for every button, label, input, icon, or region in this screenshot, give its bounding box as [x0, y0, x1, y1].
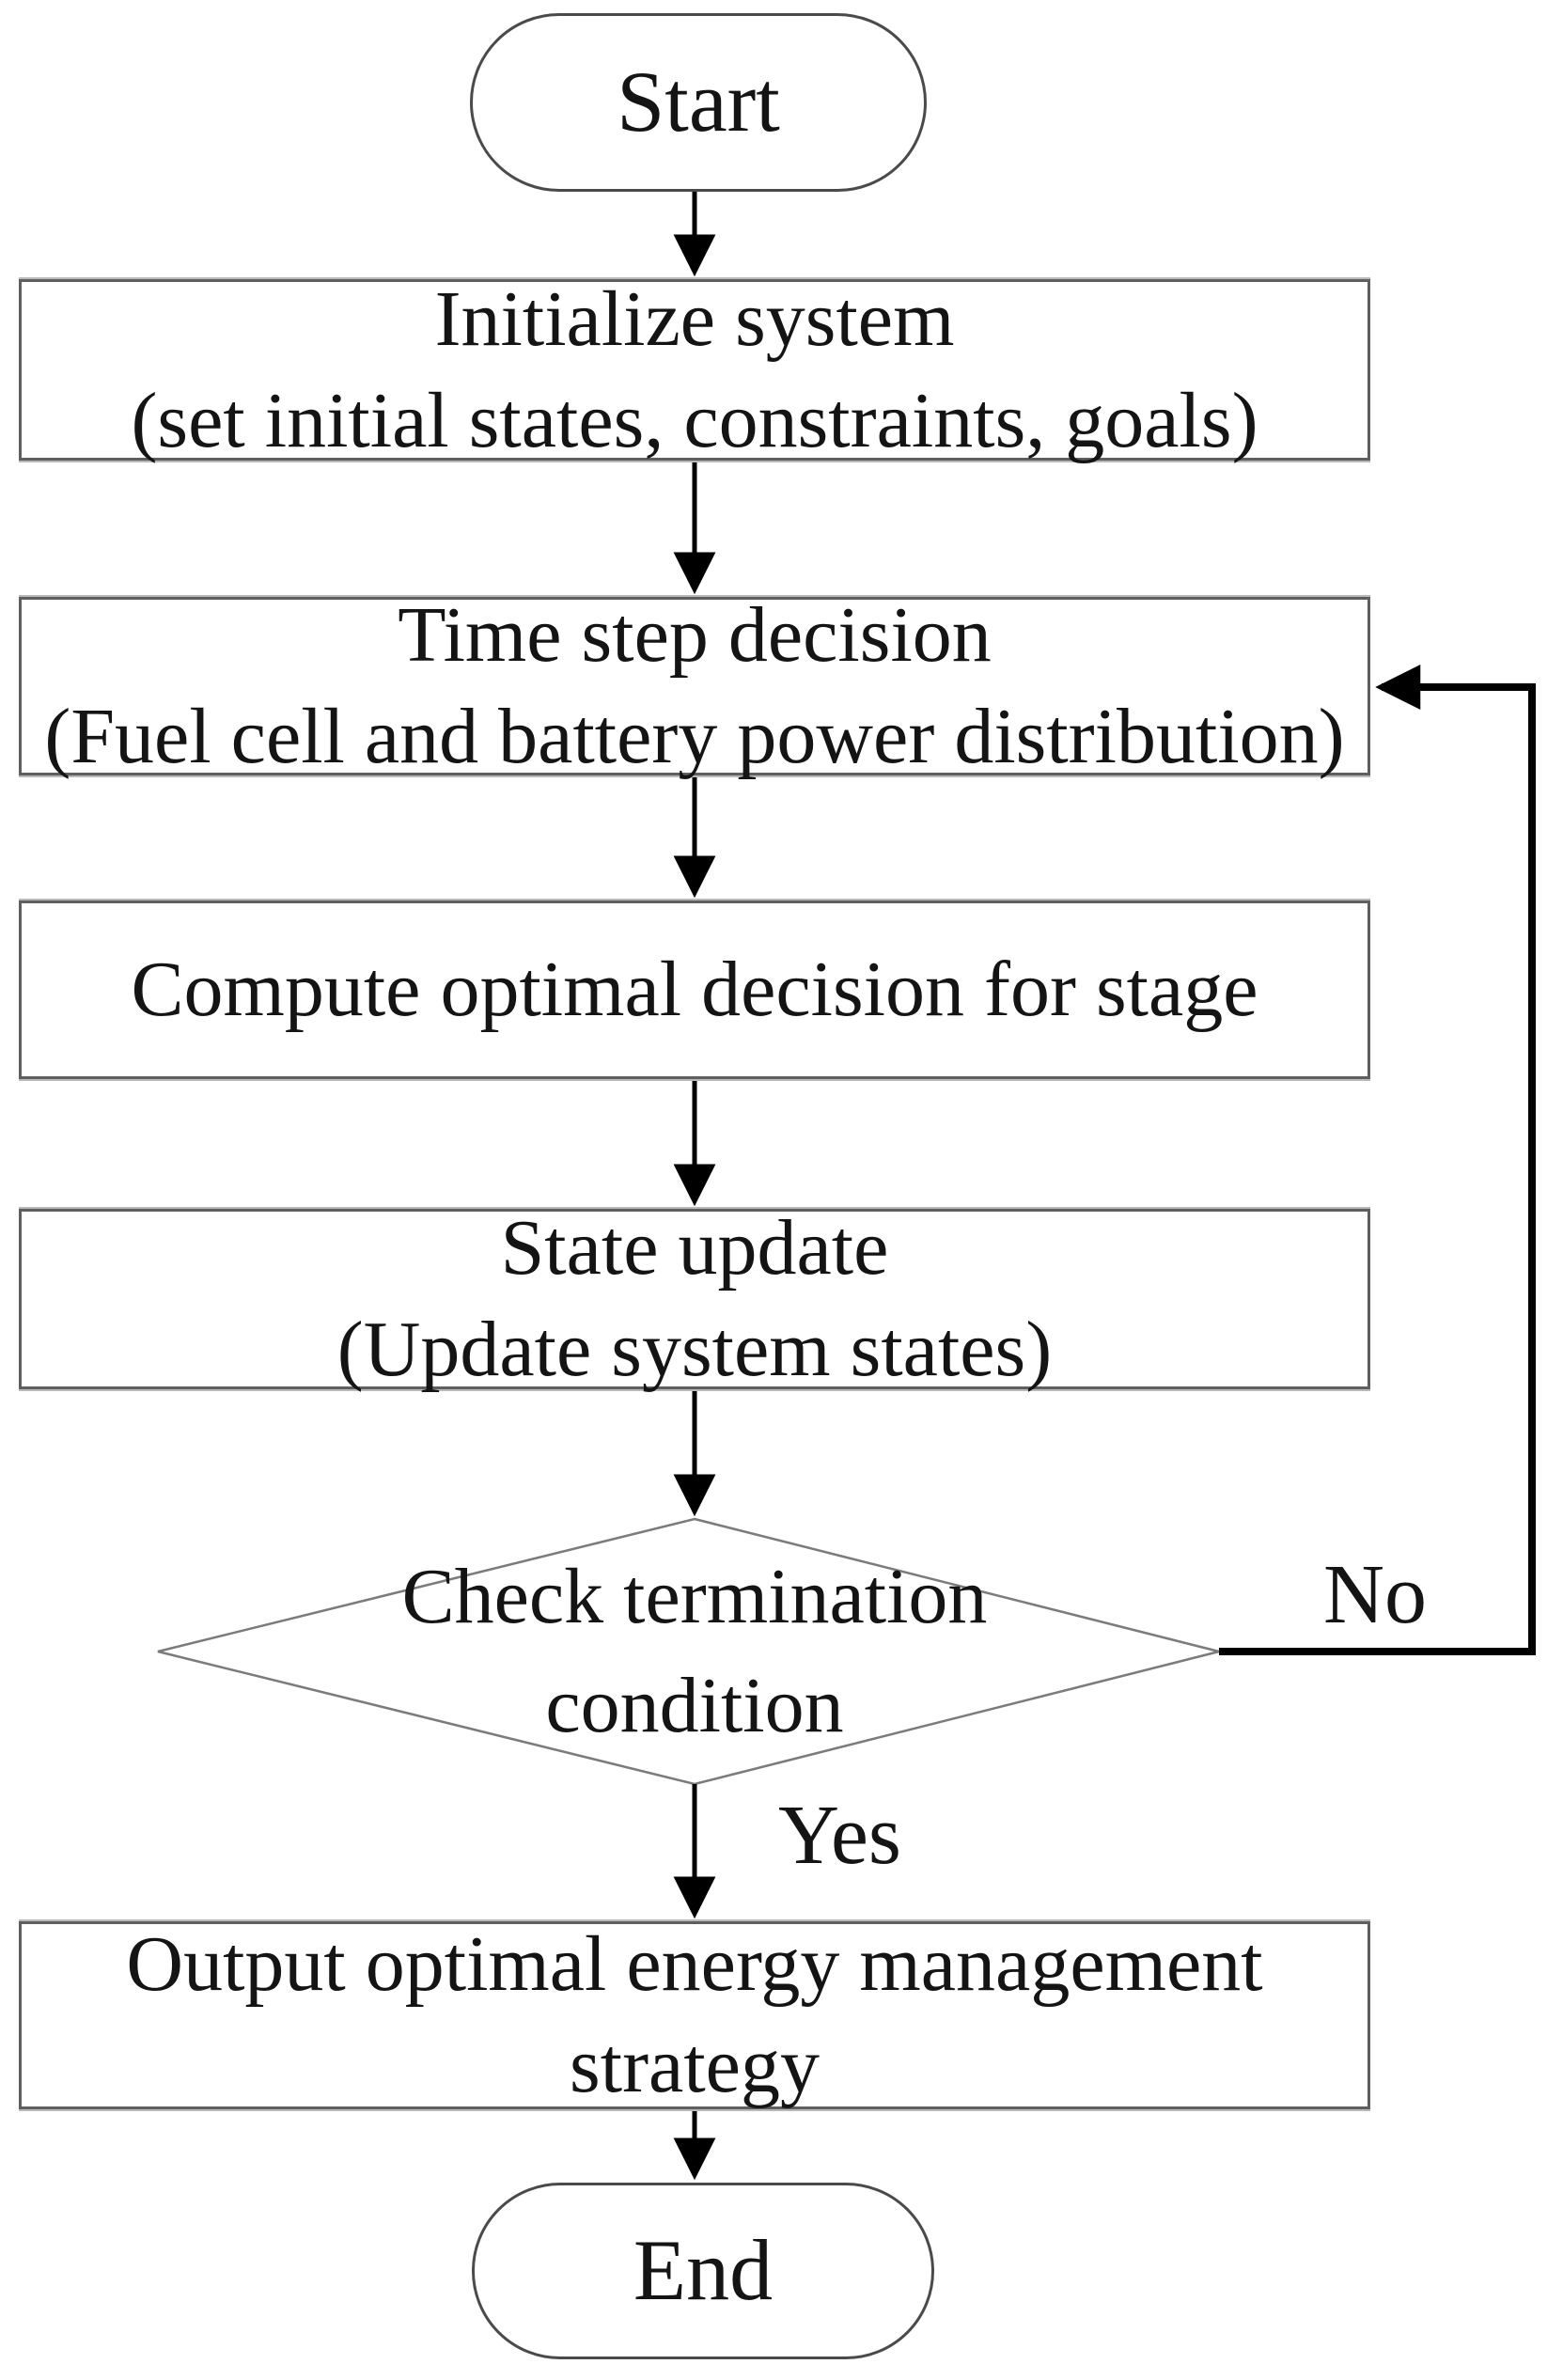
check-termination-decision: Check termination condition — [319, 1532, 1071, 1771]
check-line-2: condition — [545, 1662, 844, 1749]
output-line-2: strategy — [570, 2022, 820, 2109]
initialize-line-2: (set initial states, constraints, goals) — [131, 376, 1258, 464]
timestep-line-2: (Fuel cell and battery power distributio… — [44, 693, 1345, 780]
initialize-line-1: Initialize system — [434, 274, 955, 363]
end-terminator: End — [472, 2183, 934, 2359]
edge-label-no: No — [1323, 1548, 1427, 1641]
output-strategy-box: Output optimal energy management strateg… — [19, 1920, 1370, 2109]
check-line-1: Check termination — [401, 1553, 988, 1641]
end-label: End — [633, 2222, 774, 2319]
compute-optimal-decision-box: Compute optimal decision for stage — [19, 900, 1370, 1079]
output-line-1: Output optimal energy management — [126, 1920, 1263, 2009]
initialize-system-box: Initialize system (set initial states, c… — [19, 275, 1370, 464]
start-label: Start — [617, 54, 780, 150]
state-update-box: State update (Update system states) — [19, 1204, 1370, 1393]
compute-line-1: Compute optimal decision for stage — [131, 946, 1258, 1034]
start-terminator: Start — [470, 13, 927, 192]
time-step-decision-box: Time step decision (Fuel cell and batter… — [19, 591, 1370, 780]
state-update-line-2: (Update system states) — [336, 1306, 1053, 1393]
arrow-check-no-loop-to-timestep — [1219, 665, 1536, 1655]
edge-label-yes: Yes — [778, 1789, 901, 1882]
timestep-line-1: Time step decision — [398, 591, 992, 680]
state-update-line-1: State update — [500, 1204, 889, 1292]
